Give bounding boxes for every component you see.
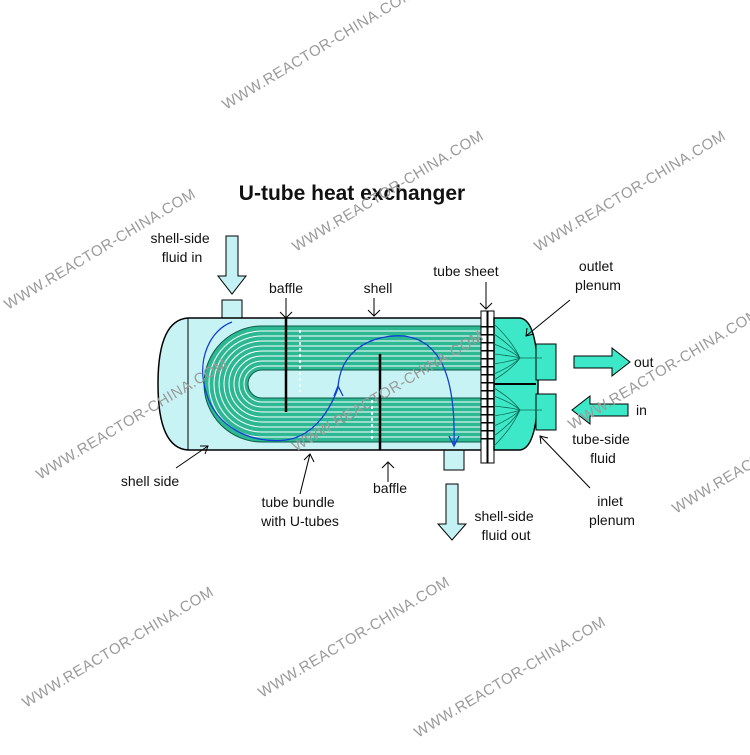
label-tube-side-fluid: tube-side fluid: [572, 431, 633, 466]
plenum-flow-line: [493, 387, 521, 411]
tube-side-inlet-nozzle: [535, 393, 557, 431]
tube-sheet-hole: [481, 414, 494, 416]
plenum-flow-line: [493, 409, 521, 447]
label-shell-side-fluid-out: shell-side fluid out: [474, 508, 537, 543]
leader-lines: [175, 282, 591, 495]
label-outlet-plenum: outlet plenum: [575, 258, 621, 293]
label-in: in: [636, 402, 647, 418]
watermark: WWW.REACTOR-CHINA.COM: [255, 573, 453, 701]
tube-sheet-hole: [481, 326, 494, 328]
u-tube: [228, 350, 482, 418]
plenum-flow-line: [493, 333, 521, 359]
u-tube: [213, 335, 482, 433]
label-baffle-bottom: baffle: [373, 480, 407, 496]
tube-sheet-hole: [481, 422, 494, 424]
diagram-title: U-tube heat exchanger: [239, 182, 465, 205]
tube-sheet-hole: [481, 390, 494, 392]
tube-sheet-hole: [481, 374, 494, 376]
watermark: WWW.REACTOR-CHINA.COM: [411, 613, 609, 741]
plenum-flow-lines: [493, 323, 542, 447]
tube-side-out-arrow: [573, 346, 631, 378]
plenum-flow-line: [493, 357, 521, 381]
tube-sheet-hole: [481, 342, 494, 344]
tube-bundle-outline: [203, 325, 483, 443]
tube-sheet: [480, 310, 495, 464]
shell-side-flow-path: [202, 321, 460, 448]
shell-side-outlet-arrow: [436, 483, 468, 541]
label-shell-side-fluid-in: shell-side fluid in: [150, 230, 213, 265]
u-tube: [238, 360, 482, 408]
plenum-flow-line: [493, 405, 521, 411]
shell-side-inlet-arrow: [216, 235, 248, 295]
tube-sheet-hole: [481, 438, 494, 440]
label-tube-sheet: tube sheet: [433, 263, 498, 279]
plenum-flow-line: [493, 409, 521, 417]
plenum-flow-line: [493, 395, 521, 411]
label-inlet-plenum: inlet plenum: [589, 493, 635, 528]
plenum-flow-line: [493, 357, 521, 365]
tube-side-in-arrow: [571, 394, 629, 426]
tube-sheet-hole: [481, 382, 494, 384]
label-out: out: [634, 354, 654, 370]
watermark: WWW.REACTOR-CHINA.COM: [531, 127, 729, 255]
baffle-tube-holes: [299, 330, 373, 440]
label-shell-side: shell side: [121, 473, 180, 489]
tube-sheet-hole: [481, 430, 494, 432]
plenum-flow-line: [493, 409, 521, 427]
label-shell: shell: [364, 280, 393, 296]
u-tube: [233, 355, 482, 413]
plenum-flow-line: [493, 343, 521, 359]
u-tube: [243, 365, 482, 403]
label-baffle-top: baffle: [269, 280, 303, 296]
watermark: WWW.REACTOR-CHINA.COM: [19, 583, 217, 711]
tube-sheet-hole: [481, 366, 494, 368]
tube-sheet-hole: [481, 406, 494, 408]
plenum-flow-line: [493, 353, 521, 359]
plenum-flow-line: [493, 323, 521, 359]
u-tube: [223, 345, 482, 423]
shell-outlet-nozzle: [443, 449, 465, 471]
u-tube: [218, 340, 482, 428]
watermark: WWW.REACTOR-CHINA.COM: [565, 305, 750, 433]
shell-inlet-nozzle: [221, 299, 243, 321]
watermark: WWW.REACTOR-CHINA.COM: [219, 0, 417, 113]
tube-sheet-hole: [481, 398, 494, 400]
label-tube-bundle: tube bundle with U-tubes: [260, 494, 339, 529]
tube-sheet-hole: [481, 334, 494, 336]
watermark: WWW.REACTOR-CHINA.COM: [669, 389, 750, 517]
tube-sheet-hole: [481, 350, 494, 352]
tube-side-outlet-nozzle: [535, 343, 557, 381]
tube-sheet-hole: [481, 358, 494, 360]
